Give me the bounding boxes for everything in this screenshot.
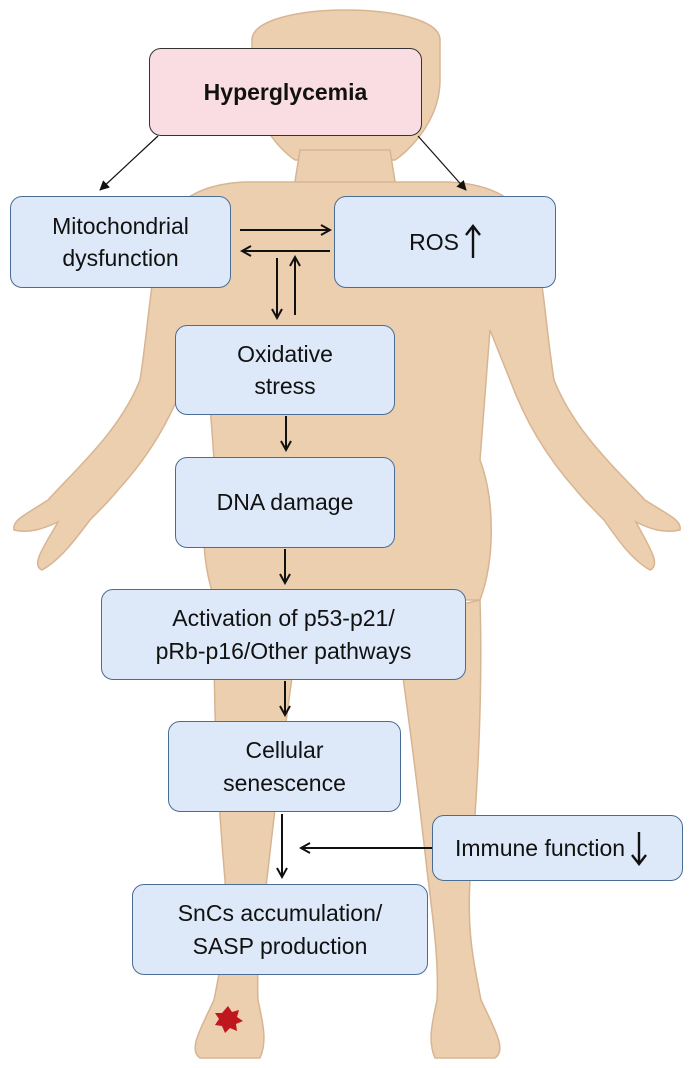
node-ros: ROS	[334, 196, 556, 288]
left-leg-shape	[194, 599, 301, 1059]
node-mitochondrial-dysfunction: Mitochondrial dysfunction	[10, 196, 231, 288]
node-immune-label: Immune function	[455, 834, 626, 861]
node-sncs-label: SnCs accumulation/ SASP production	[177, 900, 383, 959]
foot-wound-icon	[215, 1006, 243, 1033]
node-dna-label: DNA damage	[216, 489, 354, 516]
node-oxidative-label: Oxidative stress	[237, 340, 333, 399]
node-dna-damage: DNA damage	[175, 457, 395, 548]
up-arrow-icon	[464, 224, 481, 258]
node-oxidative-stress: Oxidative stress	[175, 325, 395, 415]
down-arrow-icon	[631, 832, 647, 866]
node-hyperglycemia: Hyperglycemia	[149, 48, 422, 136]
arrow-hyper-to-ros	[417, 135, 467, 191]
node-mitochondrial-label: Mitochondrial dysfunction	[52, 212, 189, 271]
node-activation-pathways: Activation of p53-p21/ pRb-p16/Other pat…	[101, 589, 466, 680]
node-hyperglycemia-label: Hyperglycemia	[203, 78, 368, 105]
node-ros-label: ROS	[409, 228, 459, 255]
node-immune-function: Immune function	[432, 815, 683, 881]
node-cellular-label: Cellular senescence	[223, 737, 346, 796]
node-cellular-senescence: Cellular senescence	[168, 721, 401, 812]
node-sncs-accumulation: SnCs accumulation/ SASP production	[132, 884, 428, 975]
node-activation-label: Activation of p53-p21/ pRb-p16/Other pat…	[155, 605, 412, 664]
arrow-hyper-to-mito	[99, 135, 159, 191]
